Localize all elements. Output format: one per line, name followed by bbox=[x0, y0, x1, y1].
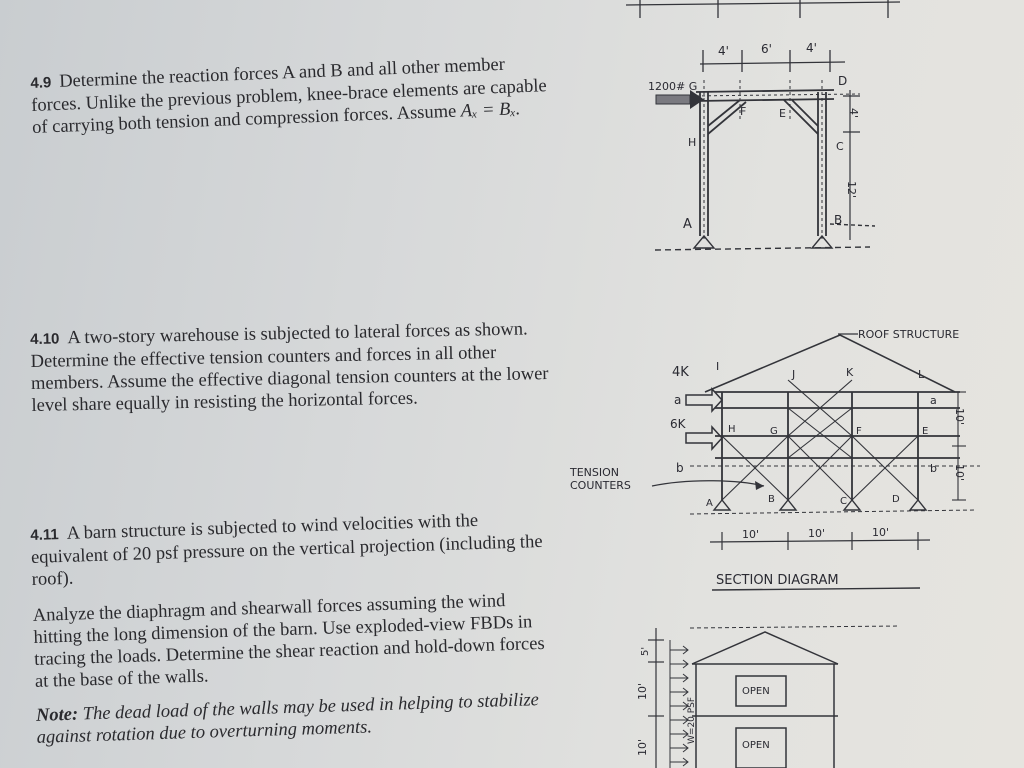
fig410-node-i: I bbox=[716, 360, 719, 373]
fig49-node-d: D bbox=[838, 74, 847, 88]
fig49-frame bbox=[695, 89, 835, 236]
fig411-dim-1: 5' bbox=[640, 647, 651, 656]
fig410-roof bbox=[704, 334, 956, 393]
fig411-barn bbox=[691, 631, 839, 768]
fig410-right-b: b bbox=[930, 462, 937, 475]
fig49-right-dims bbox=[843, 90, 860, 240]
fig411-open-lower: OPEN bbox=[742, 740, 770, 751]
fig410-caption: SECTION DIAGRAM bbox=[716, 573, 839, 588]
fig410-bay-dim-3: 10' bbox=[872, 526, 889, 539]
fig410-bracing bbox=[721, 379, 919, 501]
fig410-right-a: a bbox=[930, 394, 937, 407]
fig411-top-guide bbox=[689, 625, 901, 629]
fig410-node-d: D bbox=[892, 494, 900, 505]
fig410-bay-dim-2: 10' bbox=[808, 527, 825, 540]
fig410-load-top: 4K bbox=[672, 365, 689, 380]
fig411-dim-2: 10' bbox=[636, 683, 649, 700]
fig410-node-a: A bbox=[706, 498, 713, 509]
fig410-tension-label-2: COUNTERS bbox=[570, 479, 631, 492]
fig49-dim-lines bbox=[625, 0, 901, 72]
fig49-dim-right-small: 4' bbox=[847, 108, 860, 118]
fig410-grid-lines bbox=[689, 465, 980, 515]
fig49-dim-1: 4' bbox=[718, 44, 729, 58]
fig410-node-h: H bbox=[728, 424, 736, 435]
fig411-wind-label: W=20 PSF bbox=[687, 697, 697, 744]
fig410-bay-dim-lines bbox=[709, 532, 931, 550]
fig410-load-arrows bbox=[685, 387, 724, 451]
fig410-node-f: F bbox=[856, 426, 862, 437]
fig49-dim-right-big: 12' bbox=[845, 181, 858, 198]
fig49-node-f: F bbox=[740, 105, 746, 118]
fig410-roof-label: ROOF STRUCTURE bbox=[858, 328, 959, 341]
fig410-tension-arrowhead bbox=[755, 481, 764, 490]
fig410-node-e: E bbox=[922, 426, 928, 437]
fig410-node-c: C bbox=[840, 496, 847, 507]
fig410-node-k: K bbox=[846, 366, 854, 379]
fig410-caption-underline bbox=[711, 587, 921, 591]
fig49-node-b: B bbox=[834, 213, 842, 227]
fig410-node-l: L bbox=[918, 368, 925, 381]
fig49-supports bbox=[654, 223, 876, 251]
fig410-node-b: B bbox=[768, 494, 775, 505]
fig49-node-h: H bbox=[688, 136, 696, 149]
fig410-dim-right-bot: 10' bbox=[953, 464, 966, 481]
fig49-dim-2: 6' bbox=[761, 42, 772, 56]
fig410-dim-right-top: 10' bbox=[953, 408, 966, 425]
fig49-dim-3: 4' bbox=[806, 41, 817, 55]
fig49-load-arrow bbox=[655, 90, 704, 109]
fig49-node-a: A bbox=[683, 217, 692, 232]
fig411-dim-3: 10' bbox=[636, 739, 649, 756]
fig410-tension-label-1: TENSION bbox=[569, 466, 619, 479]
fig410-node-j: J bbox=[791, 368, 795, 381]
fig49-load-label: 1200# G bbox=[648, 80, 697, 93]
fig49-center-lines bbox=[689, 80, 861, 240]
fig411-left-dims bbox=[648, 628, 664, 768]
fig410-right-dim-lines bbox=[952, 391, 966, 501]
fig410-node-g: G bbox=[770, 426, 778, 437]
fig411-open-upper: OPEN bbox=[742, 686, 770, 697]
fig49-node-c: C bbox=[836, 140, 844, 153]
fig410-load-mid: 6K bbox=[670, 417, 687, 431]
fig410-level-a: a bbox=[674, 393, 681, 407]
fig411-wind-arrows bbox=[669, 640, 689, 768]
fig49-node-e: E bbox=[779, 107, 786, 120]
fig410-bay-dim-1: 10' bbox=[742, 528, 759, 541]
fig410-level-b: b bbox=[676, 461, 684, 475]
fig410-supports bbox=[712, 498, 928, 511]
